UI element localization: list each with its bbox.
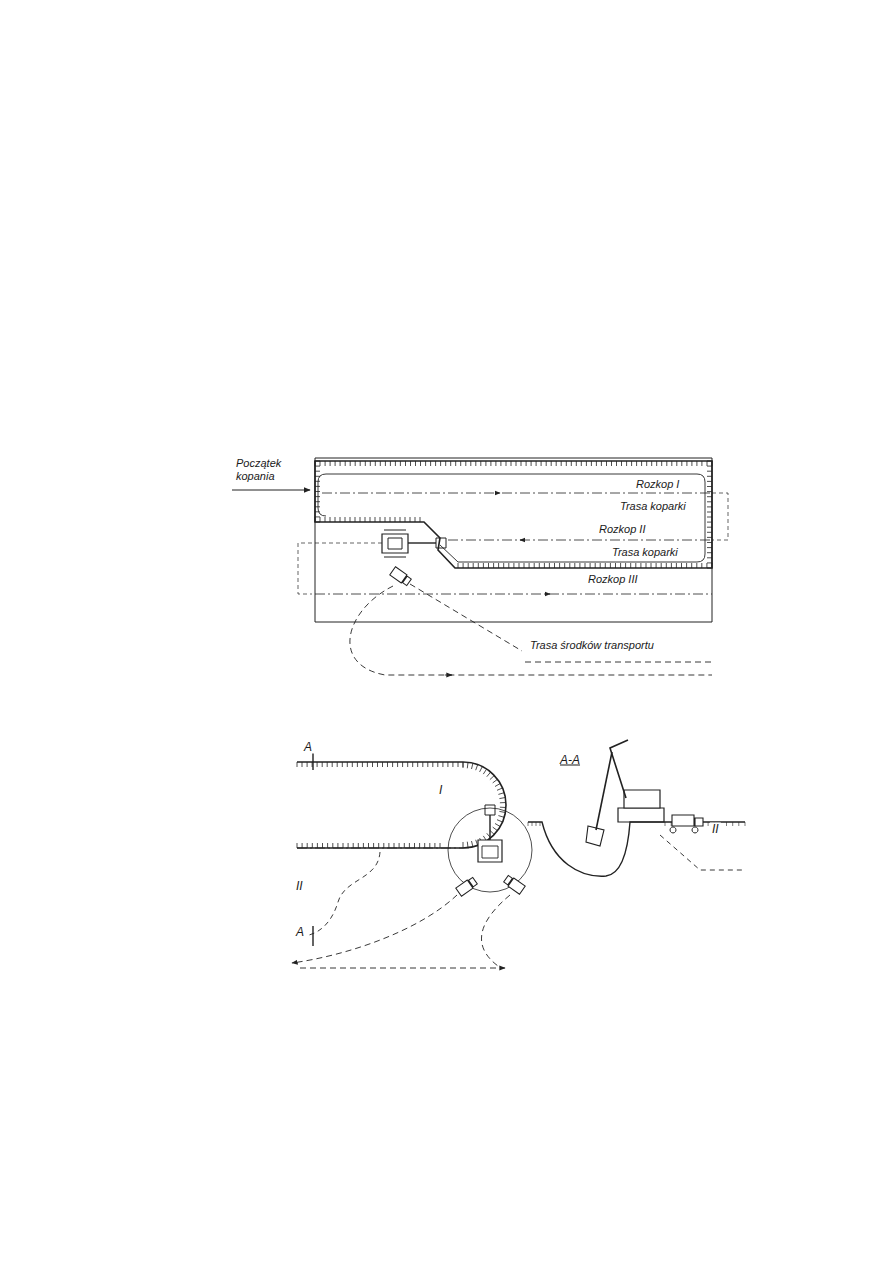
section-letter: A: [302, 741, 314, 754]
plan-label: Trasa koparki: [618, 500, 688, 513]
plan-label: Trasa koparki: [610, 546, 680, 559]
truck: [456, 877, 478, 897]
next-trench-edge: [660, 835, 742, 870]
section-letter: A: [294, 926, 306, 939]
excavator-tracks: [384, 530, 406, 557]
truck: [390, 567, 412, 587]
transport-route: [300, 968, 505, 969]
section-mark: [312, 926, 313, 946]
excavator-axis: [322, 493, 712, 494]
excavator-boom: [610, 740, 628, 798]
excavation-edge: [315, 461, 712, 568]
excavation-edge: [297, 762, 506, 848]
excavator-boom: [489, 815, 490, 840]
section-title: A-A: [558, 754, 582, 767]
bottom-edge: [318, 474, 705, 562]
slope-hatching: [458, 563, 712, 568]
excavator-bucket: [485, 805, 495, 815]
slope-hatching: [707, 461, 712, 568]
transport-route: [350, 586, 712, 675]
transport-route: [410, 584, 522, 651]
axis-arrow: [520, 540, 525, 541]
axis-arrow: [545, 594, 550, 595]
excavator-body: [478, 840, 502, 862]
axis-line: [297, 848, 470, 849]
excavator-bucket: [436, 538, 446, 548]
section-letter: II: [294, 880, 305, 893]
slope-hatching: [297, 762, 463, 767]
plan-label: Rozkop II: [597, 523, 647, 536]
plan-label: Rozkop III: [586, 573, 640, 586]
plan-label: Trasa środków transportu: [528, 639, 656, 652]
transport-route: [292, 895, 457, 963]
truck: [503, 875, 525, 895]
excavator-arm: [596, 752, 612, 830]
start-arrow: [232, 490, 310, 491]
excavator-cab: [482, 846, 498, 858]
truck-wheels: [670, 827, 698, 833]
route-arrow: [445, 675, 452, 676]
excavator-axis: [315, 594, 712, 595]
section-letter: II: [710, 823, 721, 836]
axis-arrow: [495, 493, 500, 494]
truck: [672, 815, 703, 826]
excavator-tracks: [618, 808, 664, 822]
slope-hatching: [315, 461, 712, 466]
excavator-axis: [448, 540, 712, 541]
section-letter: I: [437, 784, 444, 797]
section-mark: [312, 752, 313, 770]
excavator-cab: [624, 790, 660, 808]
excavator-body: [382, 534, 408, 553]
turn-route: [298, 543, 382, 594]
transport-route: [525, 662, 712, 663]
plan-label: Początek kopania: [234, 457, 294, 483]
next-trench-edge: [304, 852, 380, 936]
transport-route: [481, 895, 510, 966]
slope-hatching: [297, 843, 440, 848]
ground-profile: [528, 822, 745, 876]
slope-hatching: [315, 517, 420, 522]
plan-label: Rozkop I: [634, 478, 681, 491]
swing-circle: [448, 808, 532, 892]
excavator-bucket: [586, 826, 604, 846]
drawing: [232, 458, 745, 968]
excavator-boom: [408, 542, 436, 543]
turn-route: [712, 493, 728, 540]
slope-hatching: [463, 762, 506, 848]
